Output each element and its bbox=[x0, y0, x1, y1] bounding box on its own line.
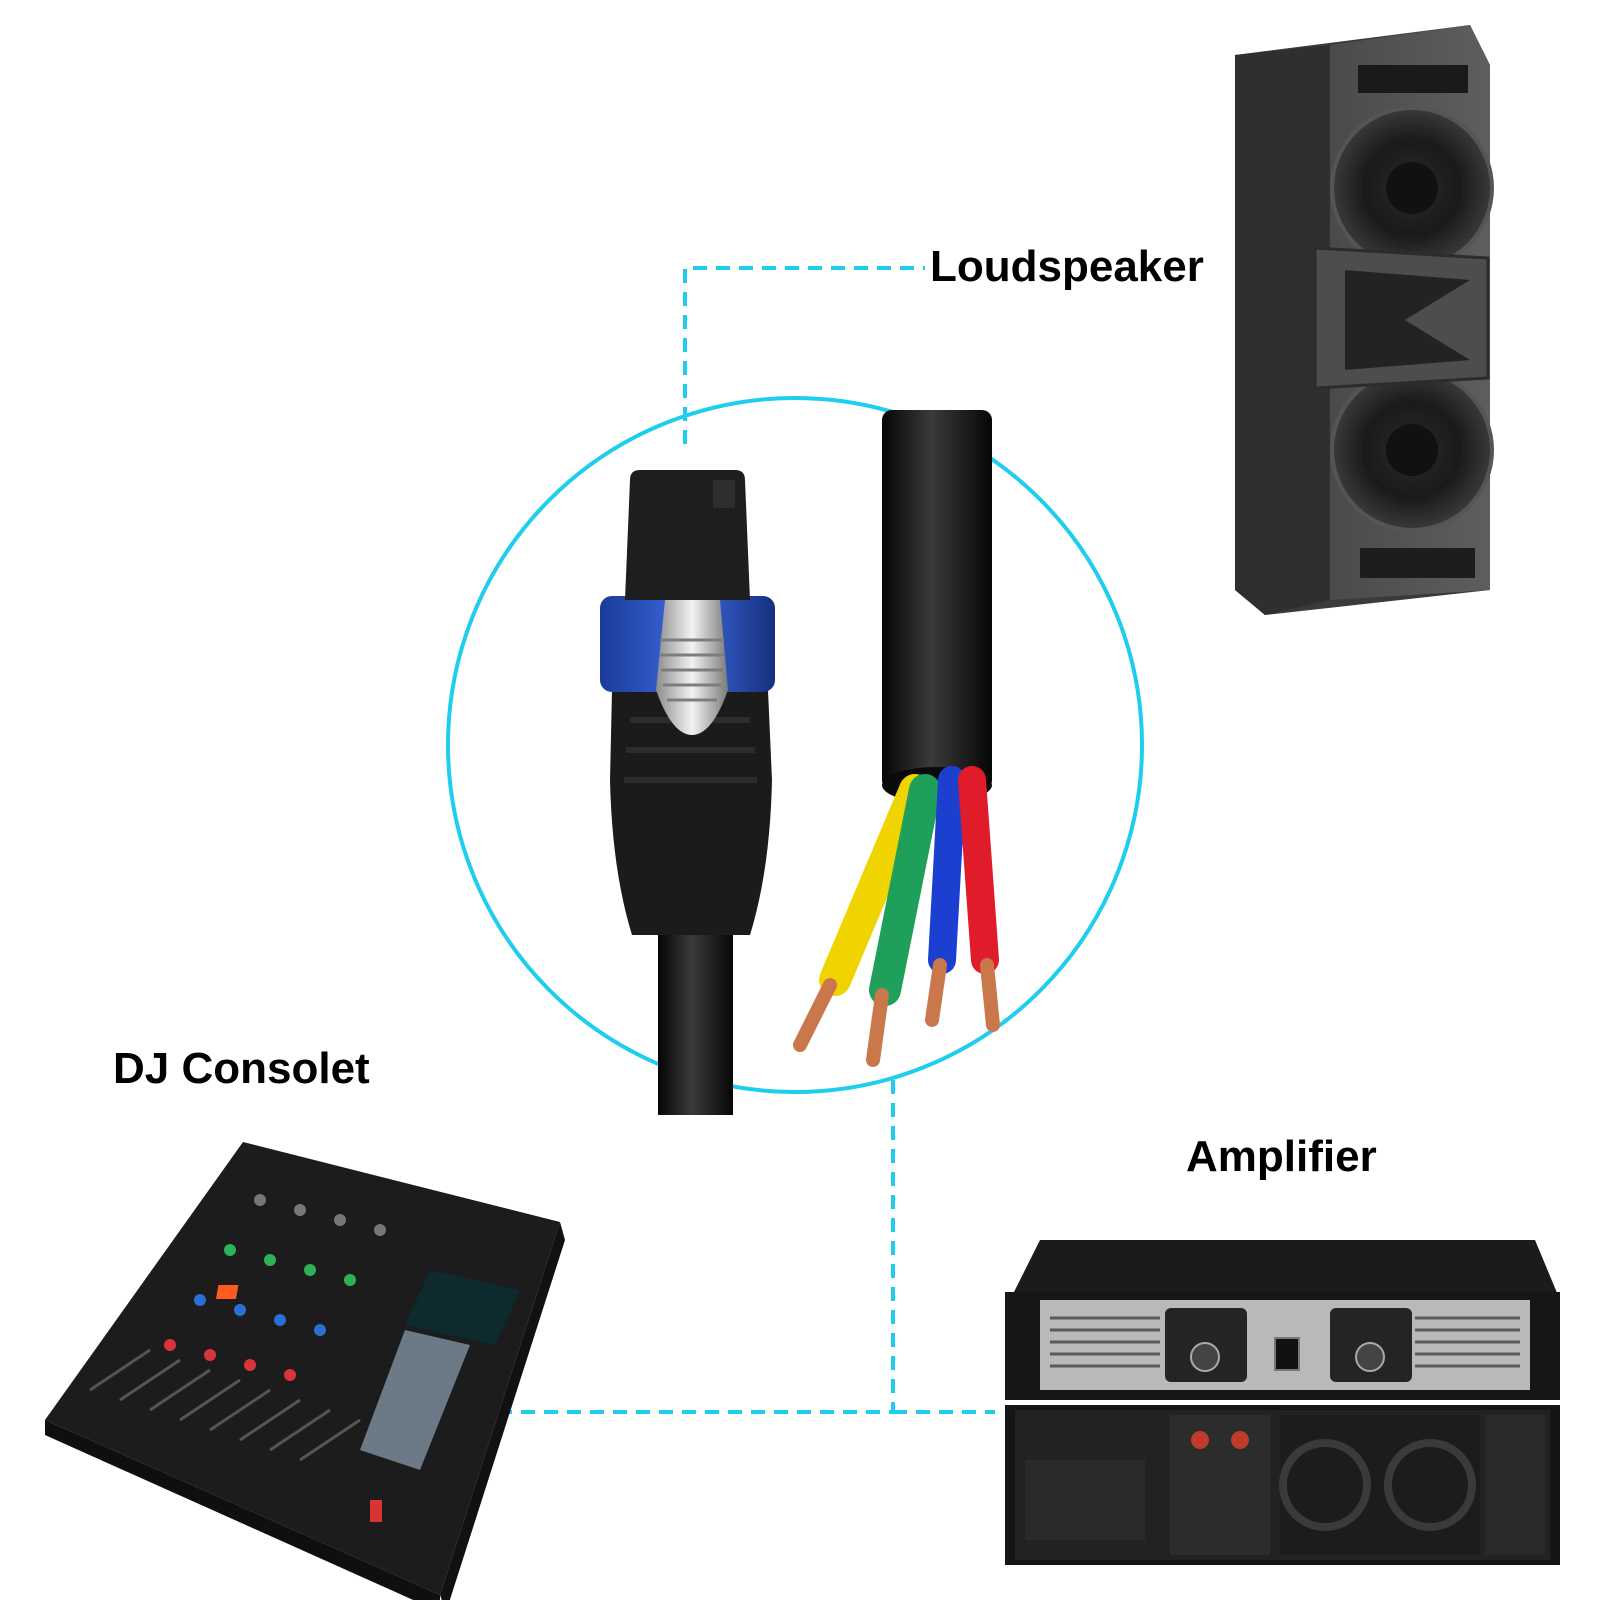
speakon-connector-icon bbox=[600, 470, 775, 1115]
dj-console-label: DJ Consolet bbox=[113, 1044, 370, 1093]
connection-lines bbox=[488, 266, 995, 1414]
four-core-cable-icon bbox=[793, 410, 1000, 1067]
mixer-knobs bbox=[164, 1194, 386, 1381]
loudspeaker-label: Loudspeaker bbox=[930, 242, 1204, 291]
power-amplifier-icon bbox=[1005, 1240, 1560, 1565]
loudspeaker-cabinet-icon bbox=[1235, 25, 1494, 615]
amplifier-label: Amplifier bbox=[1186, 1132, 1377, 1181]
detail-circle bbox=[446, 396, 1144, 1094]
mixing-console-icon bbox=[45, 1142, 565, 1600]
connector-to-loudspeaker-line bbox=[683, 266, 925, 444]
